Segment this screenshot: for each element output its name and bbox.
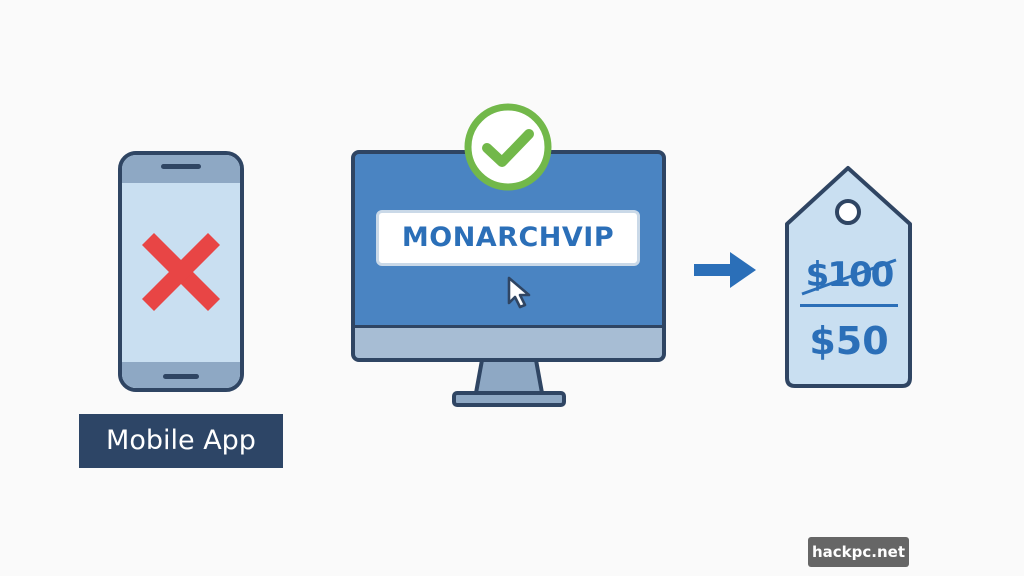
- new-price: $50: [809, 319, 889, 363]
- promo-code-field: MONARCHVIP: [376, 210, 640, 266]
- phone-speaker: [161, 164, 201, 169]
- mobile-app-label: Mobile App: [79, 414, 283, 468]
- strikethrough-mark: [801, 258, 897, 296]
- price-divider: [800, 304, 898, 307]
- watermark-badge: hackpc.net: [808, 537, 909, 567]
- monitor-chin: [355, 325, 662, 358]
- phone-home-bar: [163, 374, 199, 379]
- smartphone-icon: [118, 151, 244, 392]
- arrow-right-icon: [694, 252, 756, 288]
- x-mark-icon: [141, 232, 221, 312]
- checkmark-circle-icon: [464, 103, 552, 191]
- monitor-stand: [452, 360, 566, 407]
- mouse-pointer-icon: [507, 276, 531, 309]
- phone-top-bezel: [122, 155, 240, 183]
